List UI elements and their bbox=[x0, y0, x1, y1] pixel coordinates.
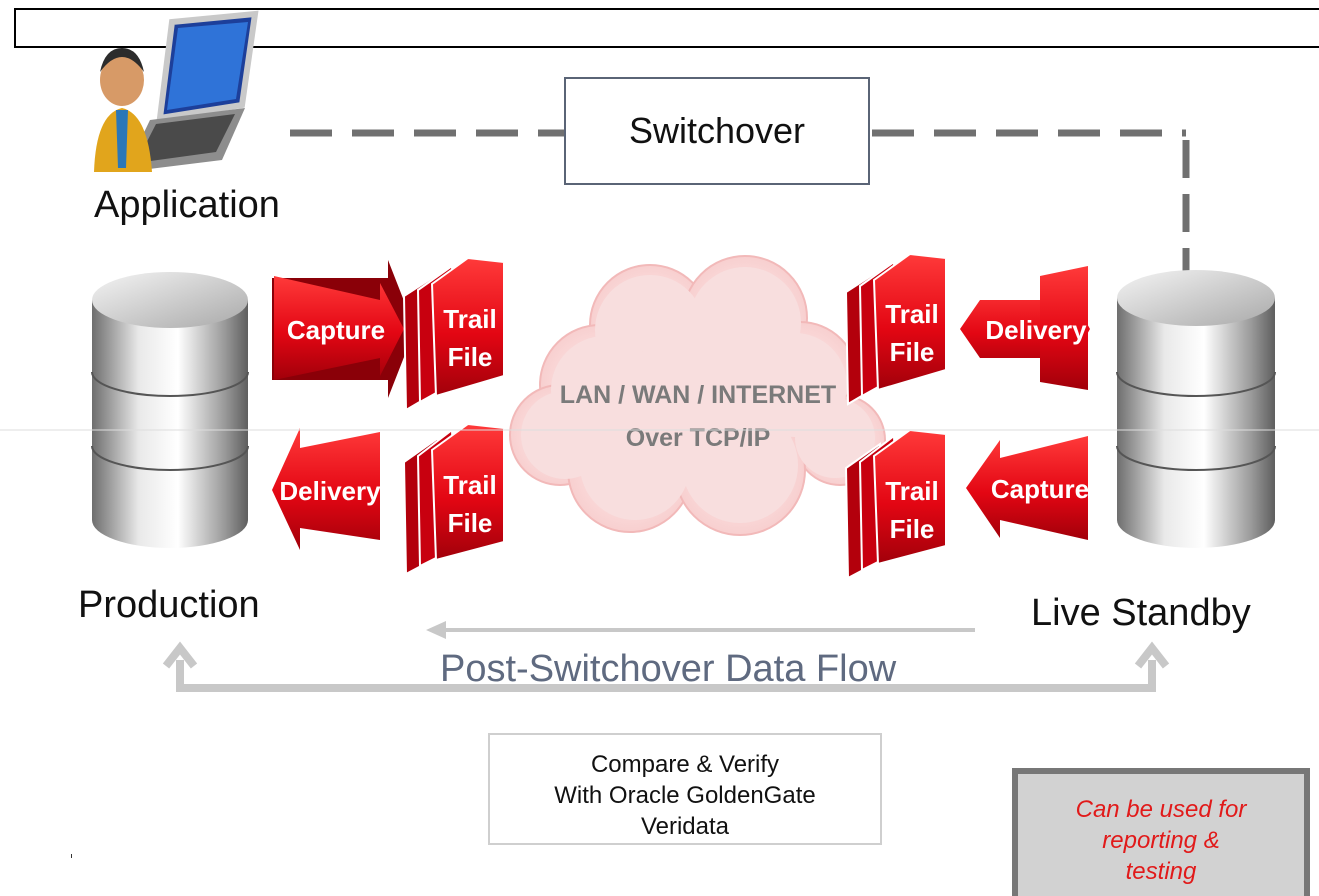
cloud-label-line1: LAN / WAN / INTERNET bbox=[560, 381, 836, 409]
network-cloud-icon bbox=[509, 255, 886, 536]
verify-line3: Veridata bbox=[640, 813, 730, 840]
trail-file-stack-right-top: Trail File bbox=[844, 252, 947, 406]
trail-label-3: Trail bbox=[885, 299, 938, 329]
stray-mark bbox=[71, 854, 72, 858]
file-label-2: File bbox=[448, 508, 493, 538]
capture-label-right: Capture bbox=[991, 474, 1089, 504]
delivery-label-right: Delivery bbox=[985, 315, 1087, 345]
post-switchover-flow-arrows bbox=[162, 621, 1170, 692]
trail-label-2: Trail bbox=[443, 470, 496, 500]
capture-arrow-right: Capture bbox=[966, 436, 1089, 540]
trail-file-stack-right-bottom: Trail File bbox=[844, 428, 947, 580]
trail-file-stack-left-top: Trail File bbox=[402, 256, 505, 412]
standby-database-icon bbox=[1116, 270, 1276, 548]
file-label-1: File bbox=[448, 342, 493, 372]
user-computer-icon bbox=[94, 10, 259, 172]
verify-line2: With Oracle GoldenGate bbox=[554, 782, 816, 809]
note-line3: testing bbox=[1125, 858, 1197, 885]
note-line2: reporting & bbox=[1102, 827, 1220, 854]
capture-arrow-left: Capture bbox=[272, 260, 415, 398]
post-switchover-flow-label: Post-Switchover Data Flow bbox=[440, 648, 897, 690]
verify-line1: Compare & Verify bbox=[590, 751, 780, 778]
note-line1: Can be used for bbox=[1075, 796, 1247, 823]
application-label: Application bbox=[94, 184, 280, 226]
trail-file-stack-left-bottom: Trail File bbox=[402, 422, 505, 576]
switchover-label: Switchover bbox=[628, 110, 806, 151]
production-database-icon bbox=[91, 272, 249, 548]
cloud-label-line2: Over TCP/IP bbox=[626, 424, 771, 452]
production-label: Production bbox=[78, 584, 260, 626]
compare-verify-box: Compare & Verify With Oracle GoldenGate … bbox=[488, 733, 882, 845]
usage-note-box: Can be used for reporting & testing bbox=[1012, 768, 1310, 896]
delivery-arrow-right: Delivery bbox=[960, 266, 1090, 390]
file-label-3: File bbox=[890, 337, 935, 367]
live-standby-label: Live Standby bbox=[1031, 592, 1251, 634]
delivery-label-left: Delivery bbox=[279, 476, 381, 506]
trail-label-4: Trail bbox=[885, 476, 938, 506]
switchover-box: Switchover bbox=[564, 77, 870, 185]
trail-label-1: Trail bbox=[443, 304, 496, 334]
delivery-arrow-left: Delivery bbox=[272, 428, 381, 550]
file-label-4: File bbox=[890, 514, 935, 544]
capture-label-left: Capture bbox=[287, 315, 385, 345]
